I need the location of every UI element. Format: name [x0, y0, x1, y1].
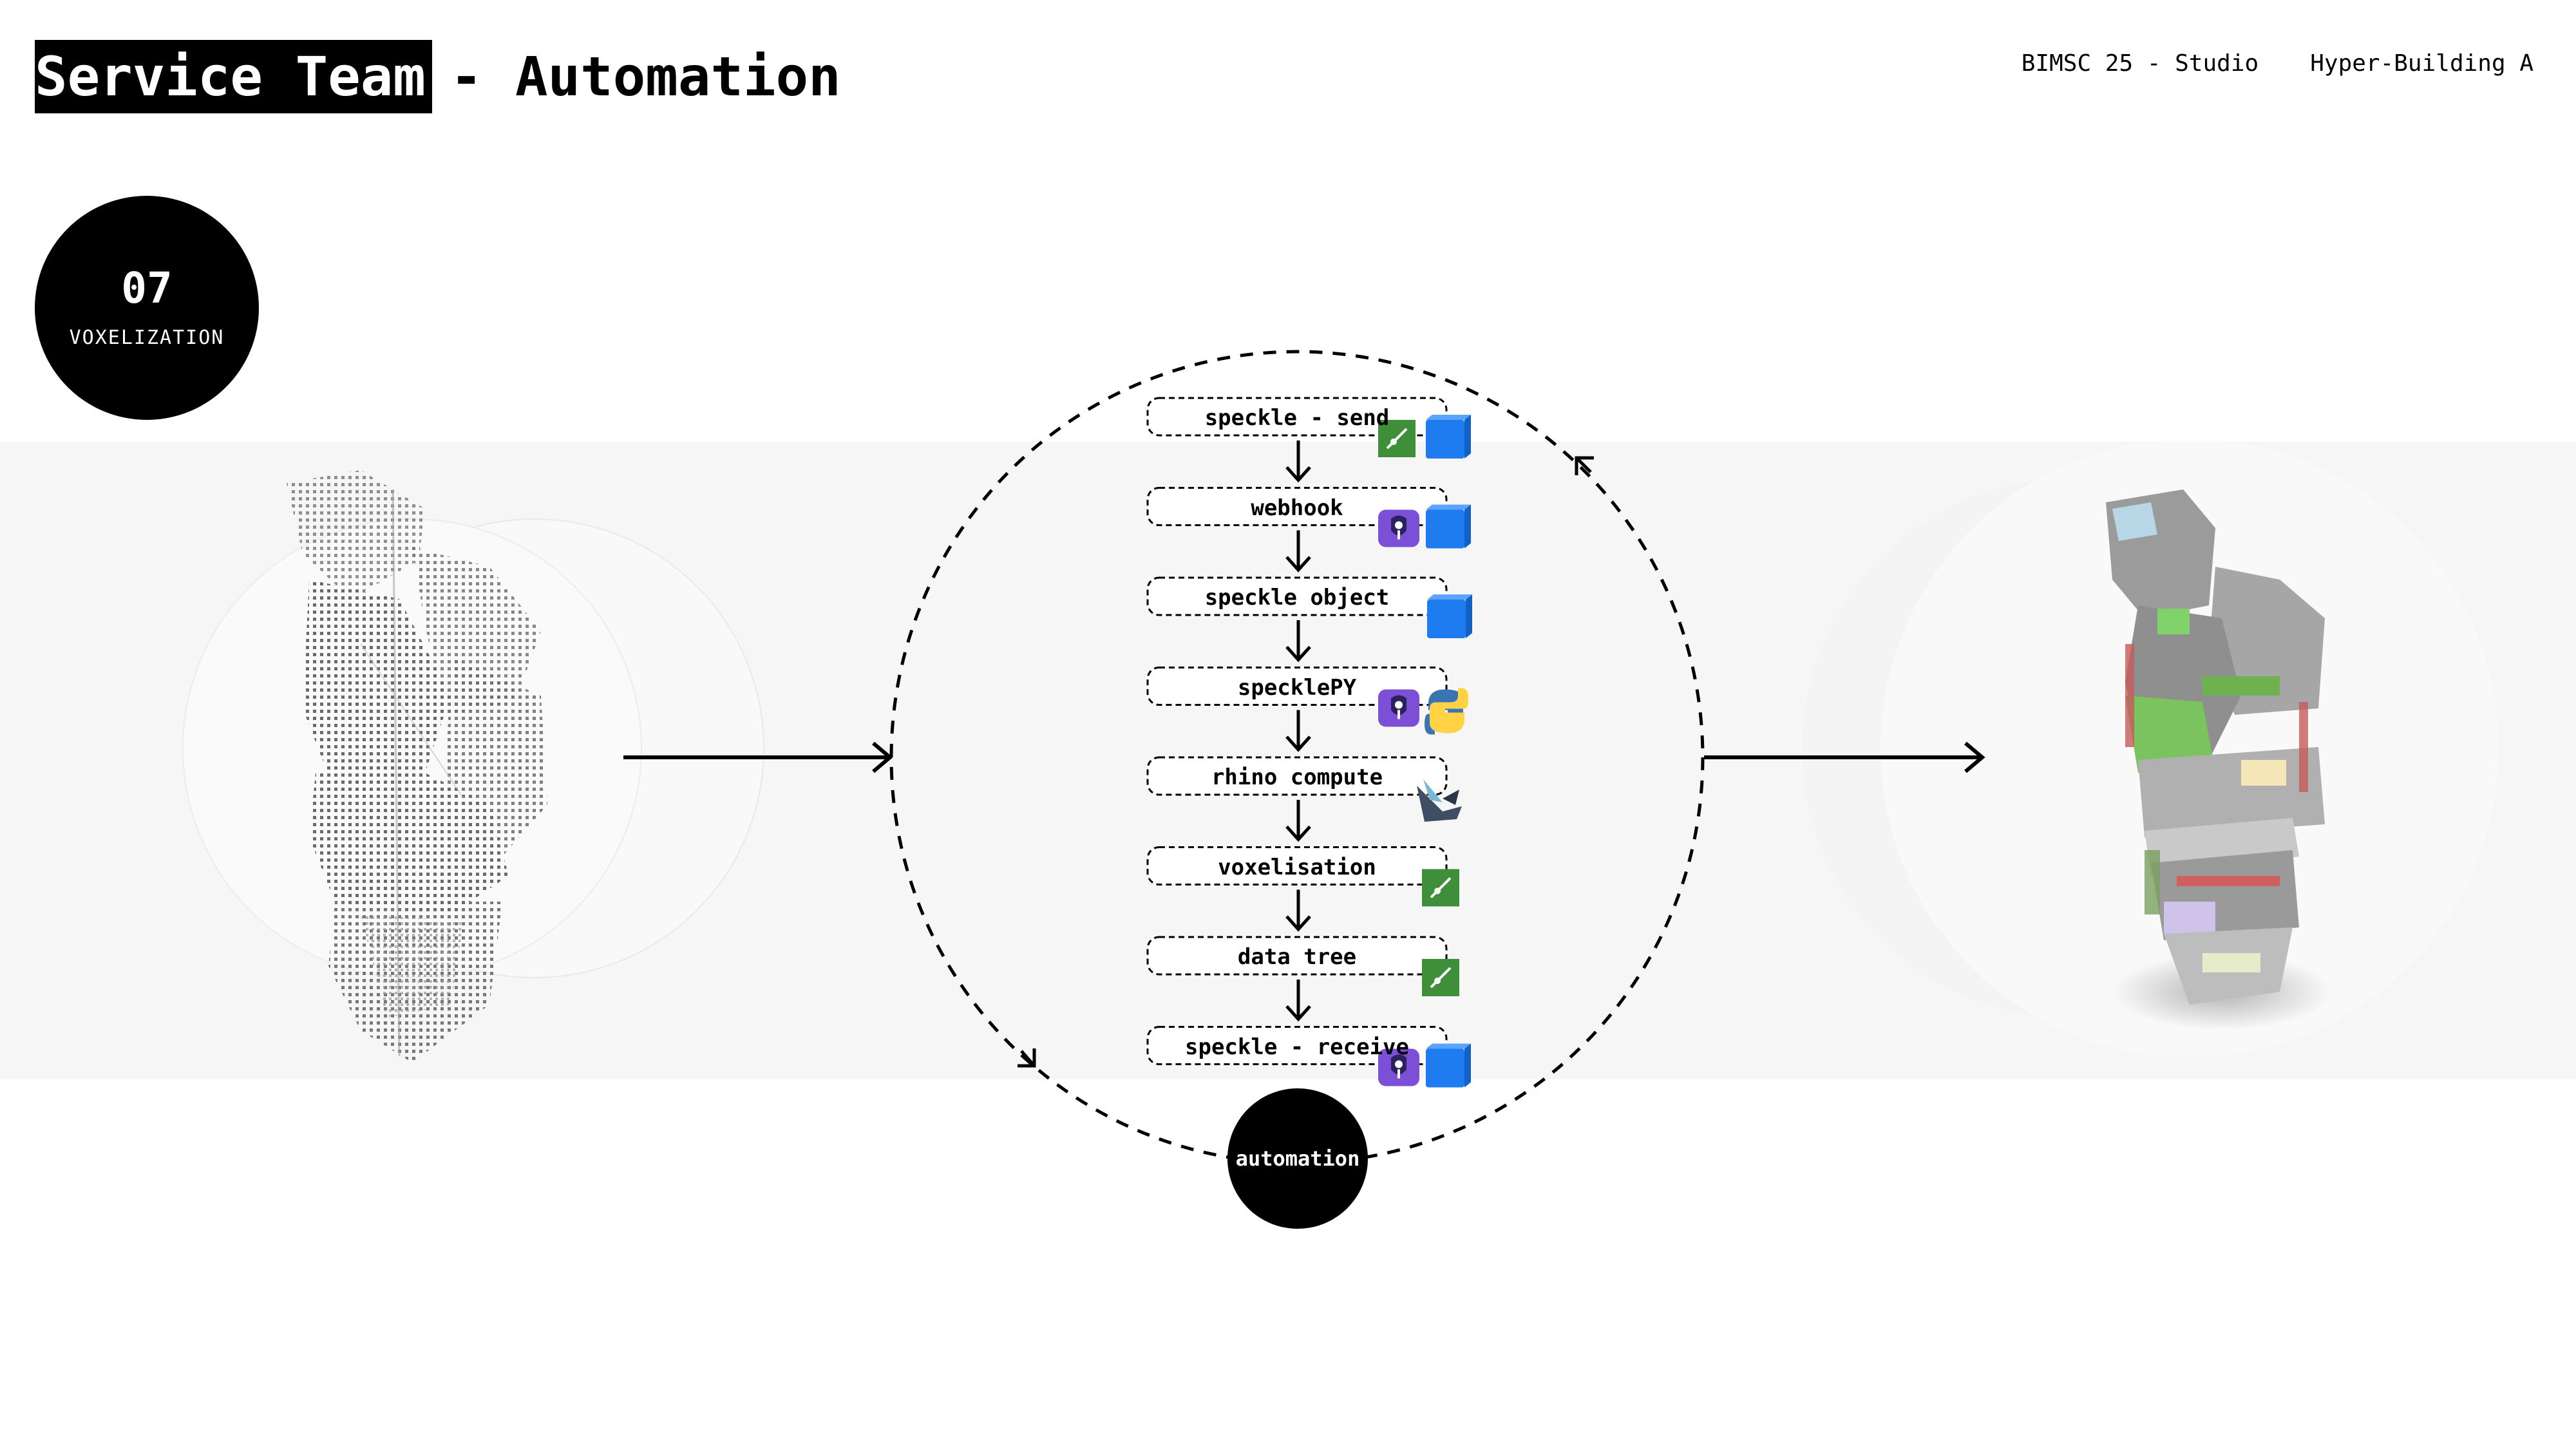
project-label: Hyper-Building A	[2310, 50, 2533, 77]
voxel-building-render-image	[1802, 439, 2499, 1057]
step-arrow	[1285, 440, 1311, 483]
step-arrow	[1285, 620, 1311, 663]
workflow-step-label: rhino compute	[1211, 764, 1383, 790]
speckle-icon	[1426, 1043, 1471, 1088]
speckle-icon	[1427, 594, 1472, 638]
section-badge: 07 VOXELIZATION	[35, 196, 259, 420]
voxel-point-cloud-image	[182, 470, 764, 1063]
page-title: Service Team - Automation	[35, 40, 841, 113]
workflow-step-label: webhook	[1251, 495, 1343, 521]
automation-badge: automation	[1227, 1088, 1368, 1229]
workflow-step-label: speckle object	[1204, 585, 1390, 611]
speckle-icon	[1426, 415, 1471, 459]
step-arrow	[1285, 980, 1311, 1022]
cycle-arrow-upper-right	[1575, 456, 1594, 475]
github-actions-icon	[1378, 689, 1419, 727]
step-arrow	[1285, 530, 1311, 573]
section-label: VOXELIZATION	[69, 326, 225, 349]
workflow-step-label: speckle - send	[1204, 405, 1390, 431]
workflow-step-box	[1146, 756, 1448, 796]
step-arrow	[1285, 889, 1311, 932]
github-actions-icon	[1378, 1048, 1419, 1086]
output-arrow	[1704, 741, 1985, 773]
workflow-step-label: voxelisation	[1218, 854, 1376, 880]
python-icon	[1425, 688, 1468, 735]
workflow-step-label: data tree	[1237, 944, 1357, 970]
workflow-step-box	[1146, 846, 1448, 886]
grasshopper-icon	[1378, 420, 1416, 457]
github-actions-icon	[1378, 509, 1419, 547]
header-meta: BIMSC 25 - Studio Hyper-Building A	[2022, 50, 2533, 77]
speckle-icon	[1426, 504, 1471, 549]
step-arrow	[1285, 800, 1311, 842]
cycle-arrow-lower-left	[1018, 1048, 1036, 1068]
title-rest: - Automation	[450, 45, 841, 108]
rhino-icon	[1417, 779, 1462, 822]
workflow-step-label: specklePY	[1237, 674, 1357, 701]
automation-label: automation	[1235, 1146, 1360, 1171]
course-label: BIMSC 25 - Studio	[2021, 50, 2259, 77]
grasshopper-icon	[1422, 869, 1459, 907]
title-highlight: Service Team	[35, 40, 432, 113]
step-arrow	[1285, 710, 1311, 752]
workflow-steps	[1146, 397, 1472, 1088]
workflow-step-box	[1146, 667, 1448, 706]
input-arrow	[623, 741, 893, 773]
workflow-step-label: speckle - receive	[1185, 1034, 1409, 1060]
workflow-step-box	[1146, 936, 1448, 976]
section-number: 07	[121, 263, 173, 313]
grasshopper-icon	[1422, 959, 1459, 996]
